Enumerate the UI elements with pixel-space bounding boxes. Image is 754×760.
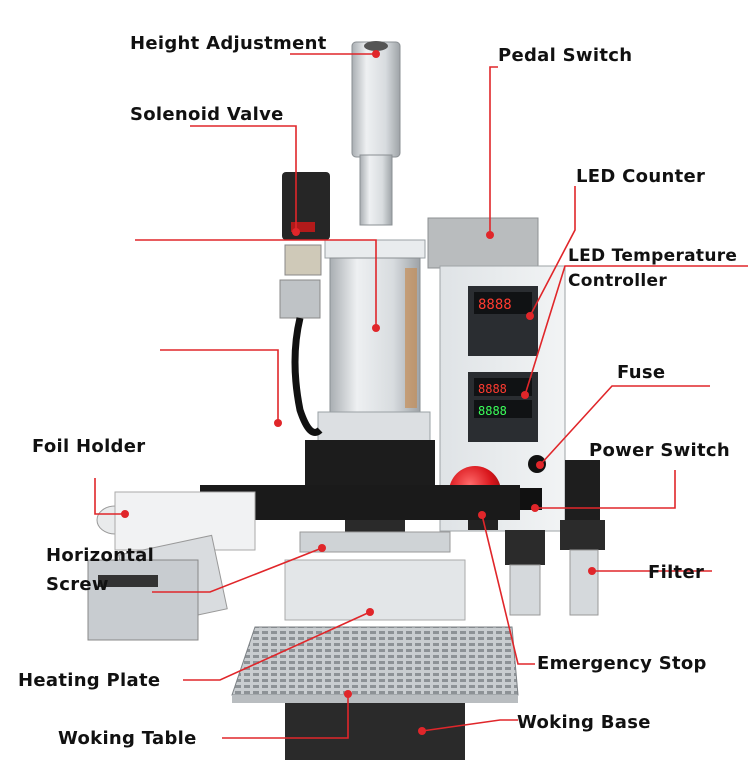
svg-text:8888: 8888 xyxy=(478,297,512,313)
label-horizontal-screw-line2: Screw xyxy=(46,574,109,595)
leader-lines xyxy=(94,53,748,739)
label-filter: Filter xyxy=(648,562,705,583)
label-foil-holder: Foil Holder xyxy=(32,436,146,457)
label-solenoid-valve: Solenoid Valve xyxy=(130,104,284,125)
solenoid-valve xyxy=(279,172,330,436)
label-woking-base: Woking Base xyxy=(517,712,651,733)
label-pedal-switch: Pedal Switch xyxy=(498,45,633,66)
filter-unit xyxy=(505,460,605,616)
foil-holder xyxy=(87,485,520,641)
air-cylinder xyxy=(317,239,431,448)
label-fuse: Fuse xyxy=(617,362,666,383)
marker-dots xyxy=(121,50,596,735)
svg-text:8888: 8888 xyxy=(478,404,507,418)
label-led-temperature-line2: Controller xyxy=(568,271,668,291)
height-adjustment-rod xyxy=(351,41,401,226)
label-led-counter: LED Counter xyxy=(576,166,706,187)
label-horizontal-screw-line1: Horizontal xyxy=(46,545,155,566)
label-heating-plate: Heating Plate xyxy=(18,670,161,691)
label-woking-table: Woking Table xyxy=(58,728,197,749)
svg-text:8888: 8888 xyxy=(478,382,507,396)
label-height-adjustment: Height Adjustment xyxy=(130,33,327,54)
label-emergency-stop: Emergency Stop xyxy=(537,653,707,674)
label-power-switch: Power Switch xyxy=(589,440,730,461)
working-table xyxy=(231,626,519,760)
label-led-temperature-line1: LED Temperature xyxy=(568,246,738,266)
